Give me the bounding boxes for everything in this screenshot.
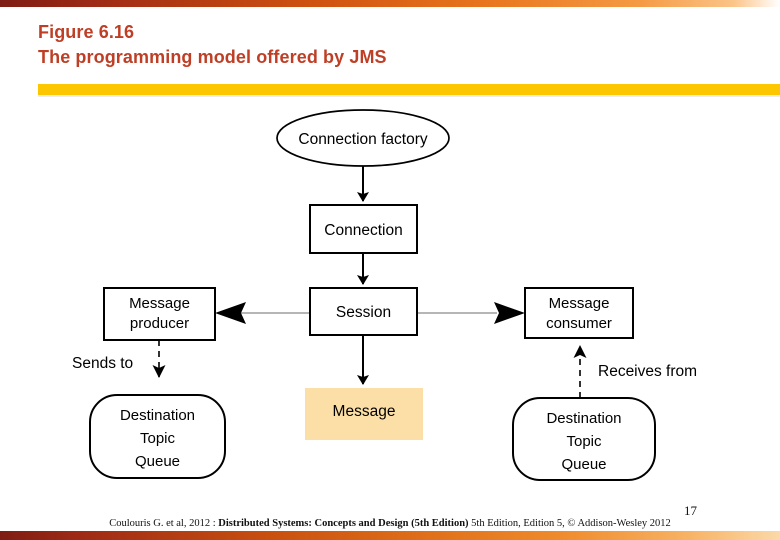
- edge-label-sends-to: Sends to: [72, 355, 133, 372]
- node-destination-right-label-line1: Destination: [546, 410, 621, 427]
- node-destination-right-label-line3: Queue: [561, 456, 606, 473]
- node-message-consumer: Message consumer: [524, 287, 634, 339]
- footer-prefix: Coulouris G. et al, 2012 :: [109, 518, 219, 529]
- node-session: Session: [309, 287, 418, 336]
- node-destination-left-label-line1: Destination: [120, 407, 195, 424]
- footer-book-title: Distributed Systems: Concepts and Design…: [218, 518, 469, 529]
- edge-label-receives-from: Receives from: [598, 363, 697, 380]
- yellow-divider-bar: [38, 84, 780, 95]
- title-line-2: The programming model offered by JMS: [38, 47, 387, 67]
- node-destination-left: Destination Topic Queue: [89, 394, 226, 479]
- node-message-producer-label-line1: Message: [129, 295, 190, 312]
- jms-programming-model-diagram: Connection factory Connection Session: [0, 100, 780, 490]
- node-destination-right: Destination Topic Queue: [512, 397, 656, 481]
- bottom-accent-bar: [0, 531, 780, 540]
- title-line-1: Figure 6.16: [38, 22, 135, 42]
- arrowhead-to-producer: [215, 302, 246, 324]
- node-message-producer-label-line2: producer: [130, 315, 189, 332]
- top-accent-bar: [0, 0, 780, 7]
- yellow-divider-shadow: [38, 95, 780, 97]
- arrowhead-to-consumer: [494, 302, 525, 324]
- node-message-producer: Message producer: [103, 287, 216, 341]
- node-connection-label: Connection: [324, 222, 402, 239]
- footer-citation: Coulouris G. et al, 2012 : Distributed S…: [0, 518, 780, 529]
- node-destination-left-label-line2: Topic: [140, 430, 176, 447]
- footer-suffix: 5th Edition, Edition 5, © Addison-Wesley…: [468, 518, 671, 529]
- node-destination-left-label-line3: Queue: [135, 453, 180, 470]
- node-message: Message: [305, 388, 423, 440]
- page-title: Figure 6.16 The programming model offere…: [38, 20, 598, 70]
- node-message-consumer-label-line2: consumer: [546, 315, 612, 332]
- node-destination-right-label-line2: Topic: [566, 433, 602, 450]
- node-message-consumer-label-line1: Message: [549, 295, 610, 312]
- node-connection-factory-label: Connection factory: [298, 131, 427, 148]
- node-connection-factory: Connection factory: [276, 109, 450, 167]
- node-connection: Connection: [309, 204, 418, 254]
- node-session-label: Session: [336, 304, 391, 321]
- page-number: 17: [684, 503, 697, 518]
- node-message-label: Message: [332, 403, 396, 420]
